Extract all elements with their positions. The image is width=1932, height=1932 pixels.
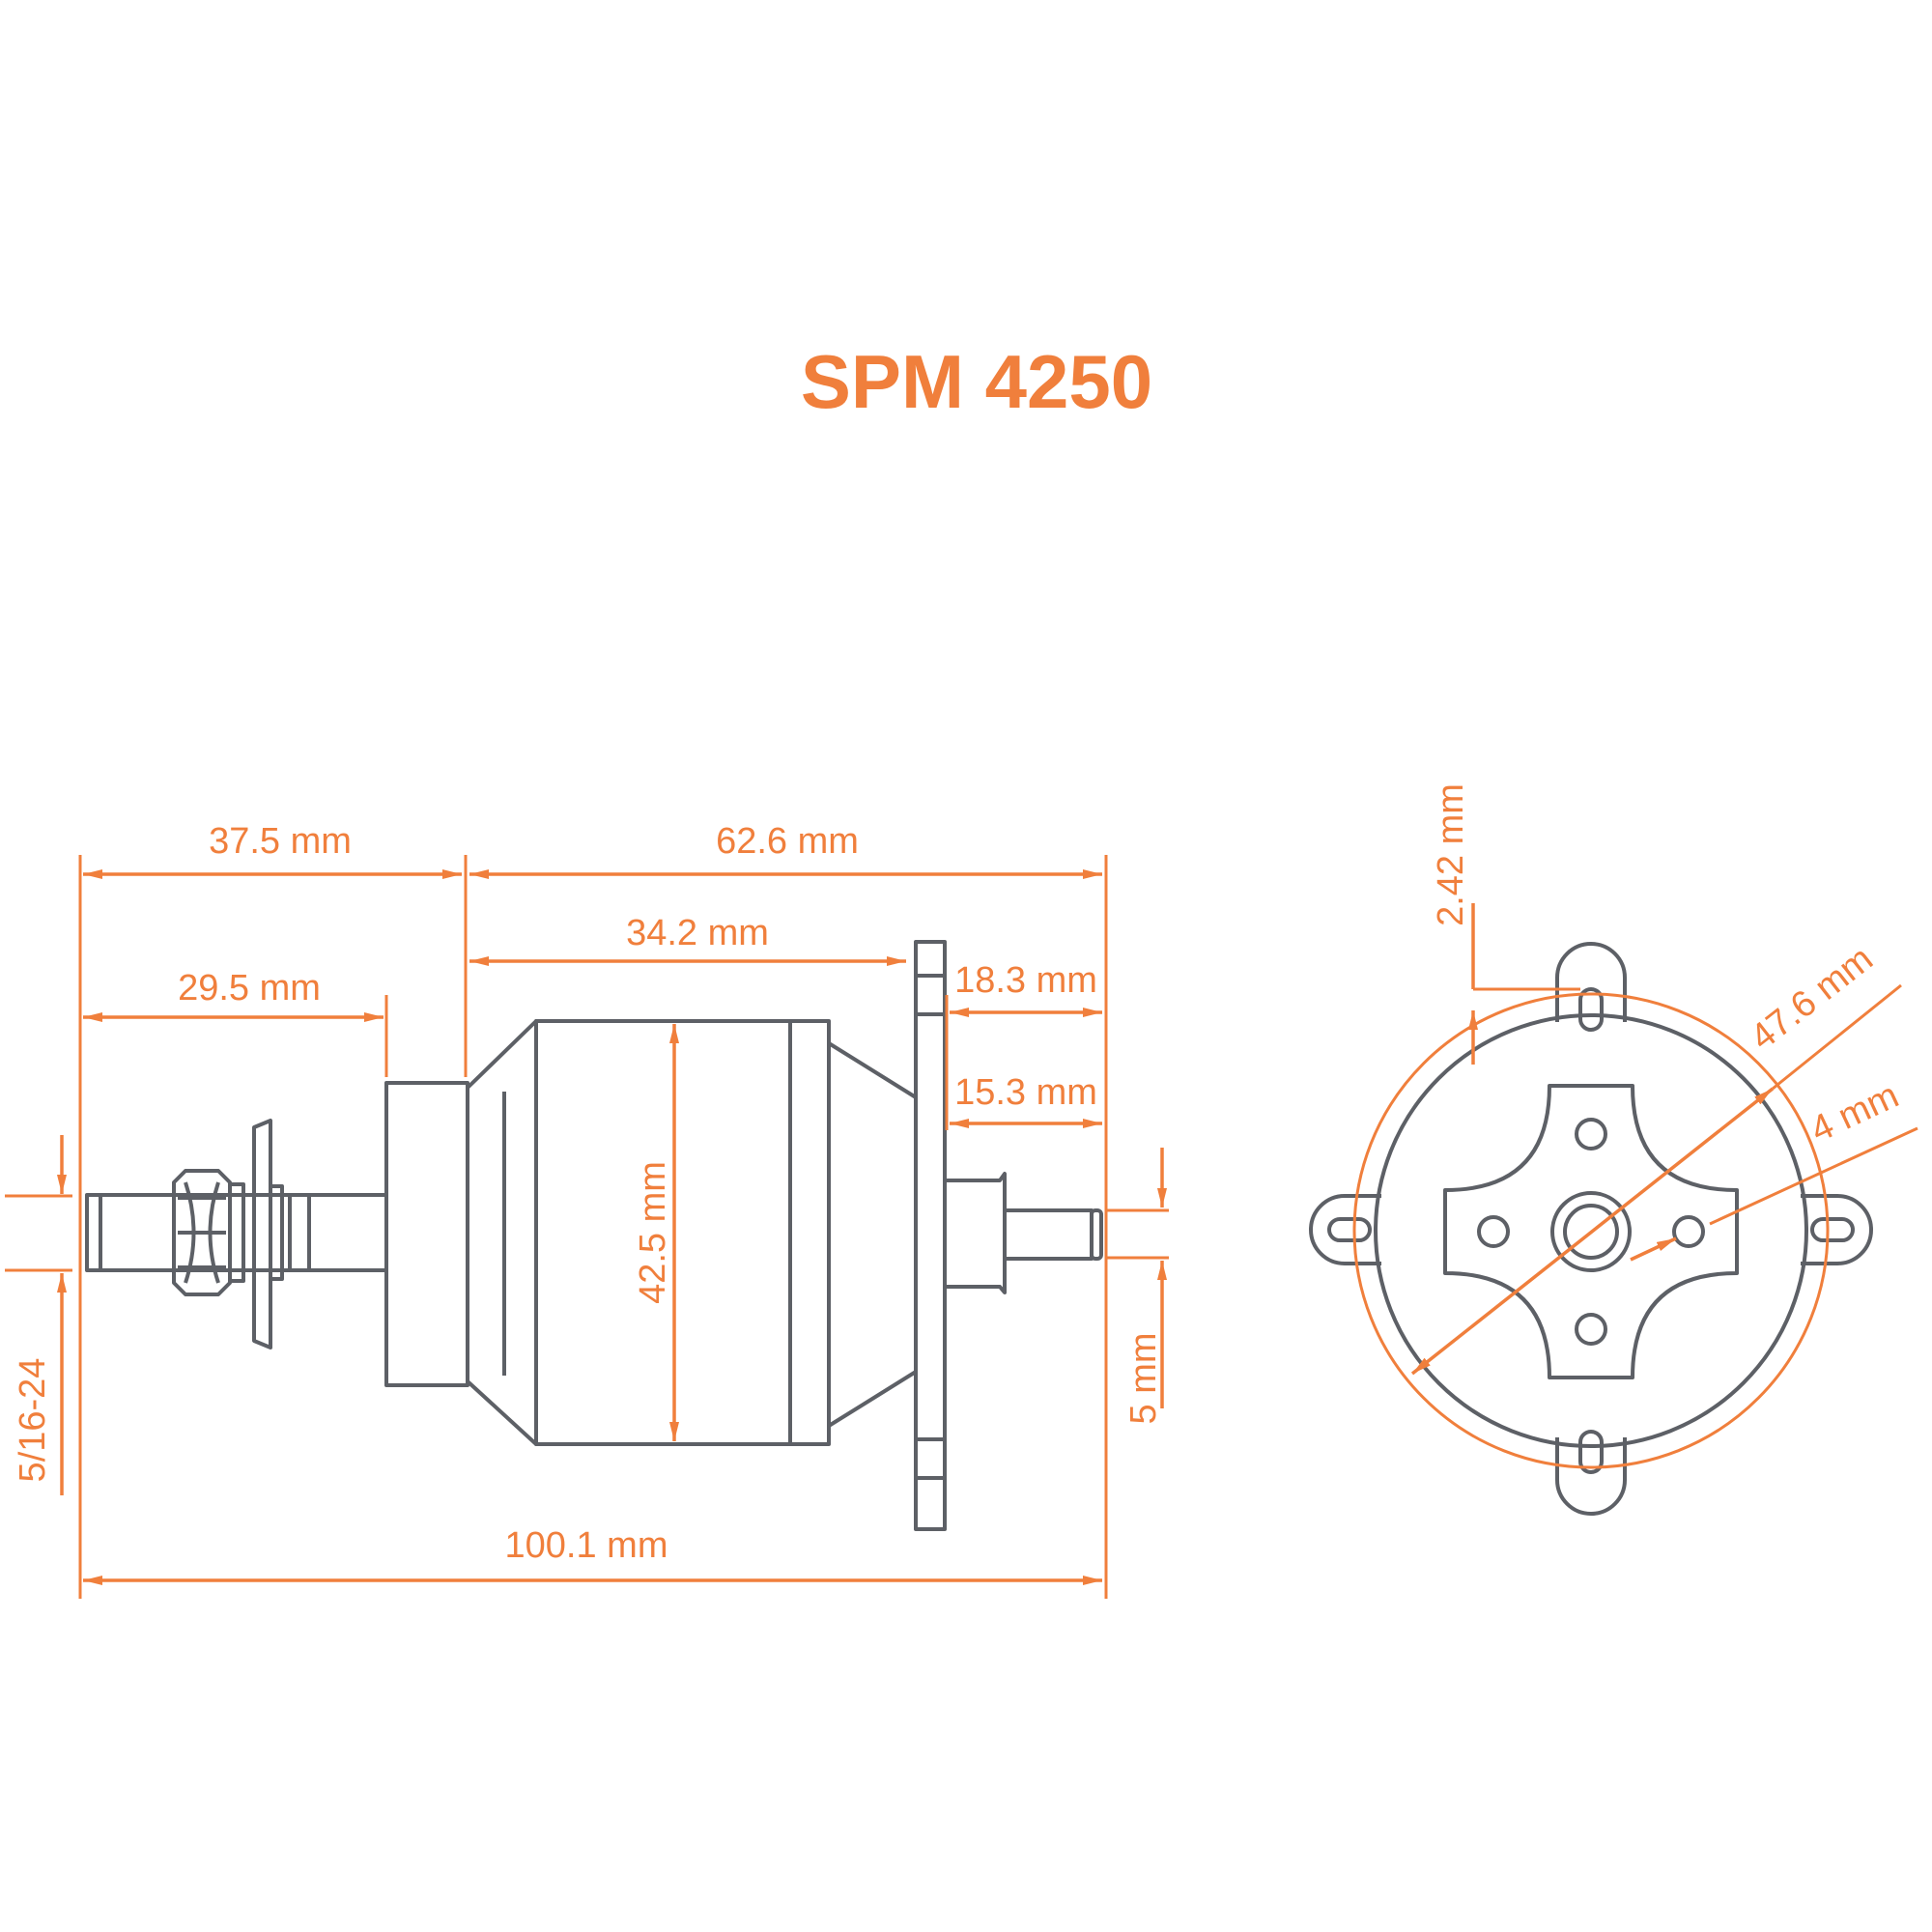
rear-bell — [827, 1021, 918, 1444]
dim-label-rear-shaft-diameter: 5 mm — [1123, 1333, 1164, 1425]
cross-hole-bottom — [1575, 1313, 1607, 1346]
front-bell — [466, 1019, 538, 1446]
cross-hole-right — [1672, 1215, 1705, 1248]
diagram-title: SPM 4250 — [800, 339, 1153, 424]
dim-label-thread: 5/16-24 — [13, 1358, 53, 1483]
dim-label-can-length: 34.2 mm — [626, 913, 769, 953]
dim-label-mount-circle: 47.6 mm — [1743, 938, 1880, 1058]
cross-hole-left — [1477, 1215, 1510, 1248]
prop-backplate — [252, 1119, 272, 1350]
dim-label-mount-to-end: 18.3 mm — [954, 960, 1097, 1001]
bolt-circle — [1352, 992, 1830, 1469]
dim-label-overall-length: 100.1 mm — [505, 1525, 668, 1566]
dim-label-rear-shaft: 15.3 mm — [954, 1072, 1097, 1113]
rear-shaft-hub — [943, 1172, 1007, 1294]
rear-shaft — [1003, 1208, 1094, 1261]
cross-hole-top — [1575, 1118, 1607, 1151]
dim-label-tab-offset: 2.42 mm — [1431, 783, 1471, 926]
dim-label-mount-hole: 4 mm — [1804, 1075, 1905, 1151]
side-view — [85, 940, 1103, 1531]
mount-tab-hole-top — [1578, 987, 1604, 1032]
mount-face — [1374, 1013, 1808, 1448]
prop-shaft — [85, 1193, 388, 1272]
front-view: 47.6 mm 4 mm 2.42 mm — [1309, 783, 1918, 1516]
mount-tab-hole-bottom — [1578, 1430, 1604, 1474]
dim-line-mount-circle — [1772, 983, 1902, 1091]
prop-adapter — [384, 1081, 469, 1387]
dim-line-mount-hole — [1630, 1236, 1677, 1262]
prop-nut — [172, 1169, 232, 1296]
dim-label-body-to-back: 62.6 mm — [716, 821, 859, 862]
dim-label-front-section: 37.5 mm — [209, 821, 352, 862]
dim-label-prop-adapter: 29.5 mm — [178, 968, 321, 1009]
mount-tab-hole-right — [1810, 1217, 1855, 1242]
side-dimensions: 37.5 mm 62.6 mm 34.2 mm 29.5 mm 18.3 mm … — [5, 821, 1169, 1599]
mount-tab-hole-left — [1327, 1217, 1372, 1242]
dim-label-can-diameter: 42.5 mm — [633, 1161, 673, 1304]
